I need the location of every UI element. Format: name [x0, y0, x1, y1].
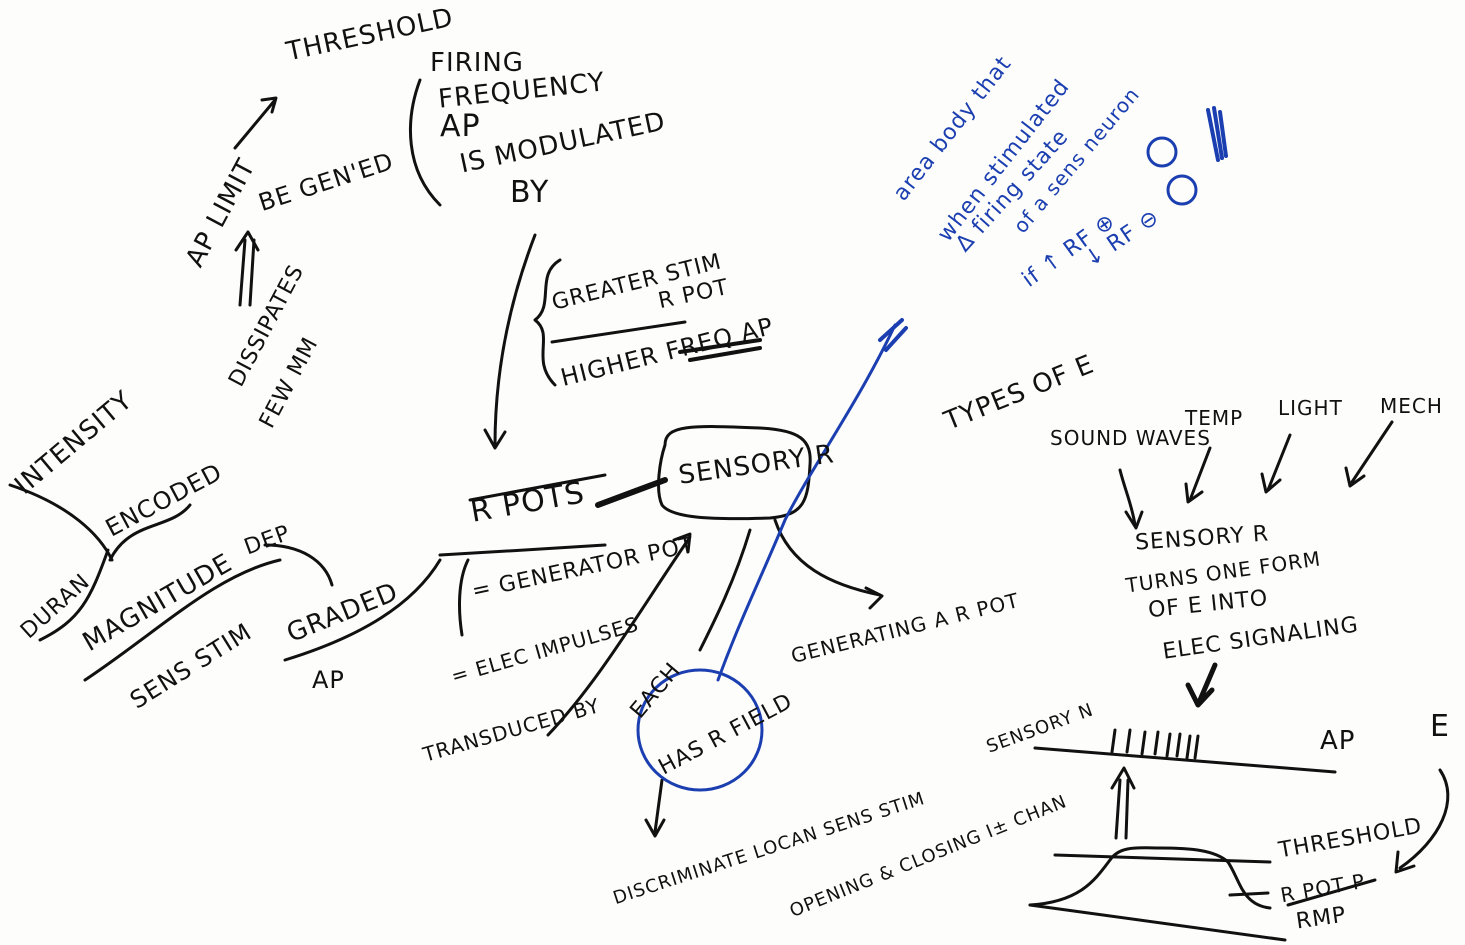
note-by: by	[510, 175, 550, 210]
note-mech: Mech	[1380, 394, 1443, 418]
note-firing: Firing	[430, 48, 524, 78]
note-ap: AP	[440, 109, 481, 144]
r-field-circle	[636, 668, 764, 792]
arrow-to-threshold	[233, 98, 277, 150]
axon-line	[1033, 746, 1337, 774]
curly-brace	[533, 258, 562, 387]
ap-ticks	[1110, 728, 1200, 760]
double-arrow-up	[238, 238, 256, 307]
blue-link-line	[716, 323, 897, 682]
note-temp: Temp	[1185, 406, 1244, 430]
rmp-line	[1028, 903, 1287, 942]
note-light: Light	[1278, 396, 1343, 420]
arrow-to-sensory-r	[546, 538, 690, 737]
note-sound-waves: Sound waves	[1050, 426, 1211, 450]
note-ap-small: AP	[312, 666, 345, 694]
arrow-down-to-rpots	[493, 233, 537, 447]
threshold-line	[1053, 853, 1272, 864]
note-ap-right: AP	[1320, 726, 1356, 756]
firing-bracket	[409, 78, 442, 207]
note-e: E	[1430, 709, 1450, 744]
r-pot-curve	[1028, 846, 1272, 910]
sensory-r-box	[657, 425, 812, 521]
